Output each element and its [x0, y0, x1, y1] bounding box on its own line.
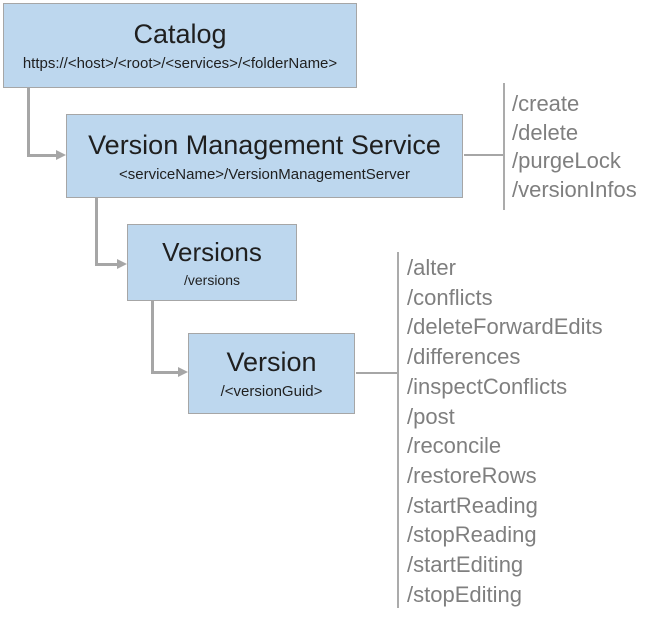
node-versions: Versions /versions [127, 224, 297, 301]
operation-label: /post [407, 403, 455, 429]
versions-url-pattern: /versions [183, 272, 241, 288]
version-operations-list: /alter/conflicts/deleteForwardEdits/diff… [407, 253, 603, 609]
operation-label: /reconcile [407, 433, 502, 459]
catalog-title: Catalog [133, 19, 227, 49]
arrowhead-icon [178, 367, 188, 377]
leader-line-vms-operations [464, 154, 504, 156]
arrowhead-icon [56, 150, 66, 160]
version-url-pattern: /<versionGuid> [220, 383, 323, 400]
vms-title: Version Management Service [88, 129, 441, 160]
versions-title: Versions [162, 237, 262, 267]
operation-label: /versionInfos [512, 176, 637, 202]
catalog-url-pattern: https://<host>/<root>/<services>/<folder… [22, 55, 338, 72]
operation-label: /differences [407, 344, 521, 370]
vms-operations-list: /create/delete/purgeLock/versionInfos [512, 90, 637, 204]
node-version: Version /<versionGuid> [188, 333, 355, 414]
arrowhead-icon [117, 259, 127, 269]
operation-label: /purgeLock [512, 148, 621, 174]
operation-label: /stopReading [407, 522, 537, 548]
connector-versions-version-horizontal [151, 371, 178, 374]
operation-label: /startEditing [407, 552, 524, 578]
operation-label: /conflicts [407, 284, 493, 310]
connector-catalog-vms-vertical [27, 88, 30, 157]
connector-vms-versions-vertical [95, 198, 98, 266]
operation-label: /restoreRows [407, 462, 537, 488]
connector-versions-version-vertical [151, 301, 154, 374]
operation-label: /delete [512, 119, 579, 145]
connector-vms-versions-horizontal [95, 263, 118, 266]
node-catalog: Catalog https://<host>/<root>/<services>… [3, 3, 357, 88]
operation-label: /stopEditing [407, 581, 522, 607]
version-title: Version [226, 347, 317, 377]
node-version-management-service: Version Management Service <serviceName>… [66, 114, 463, 198]
version-operations-rule [397, 252, 399, 608]
leader-line-version-operations [356, 372, 398, 374]
vms-url-pattern: <serviceName>/VersionManagementServer [119, 165, 410, 183]
operation-label: /inspectConflicts [407, 373, 568, 399]
operation-label: /startReading [407, 492, 538, 518]
connector-catalog-vms-horizontal [27, 154, 57, 157]
operation-label: /create [512, 91, 580, 116]
vms-operations-rule [503, 83, 505, 210]
operation-label: /alter [407, 255, 456, 280]
operation-label: /deleteForwardEdits [407, 314, 603, 340]
